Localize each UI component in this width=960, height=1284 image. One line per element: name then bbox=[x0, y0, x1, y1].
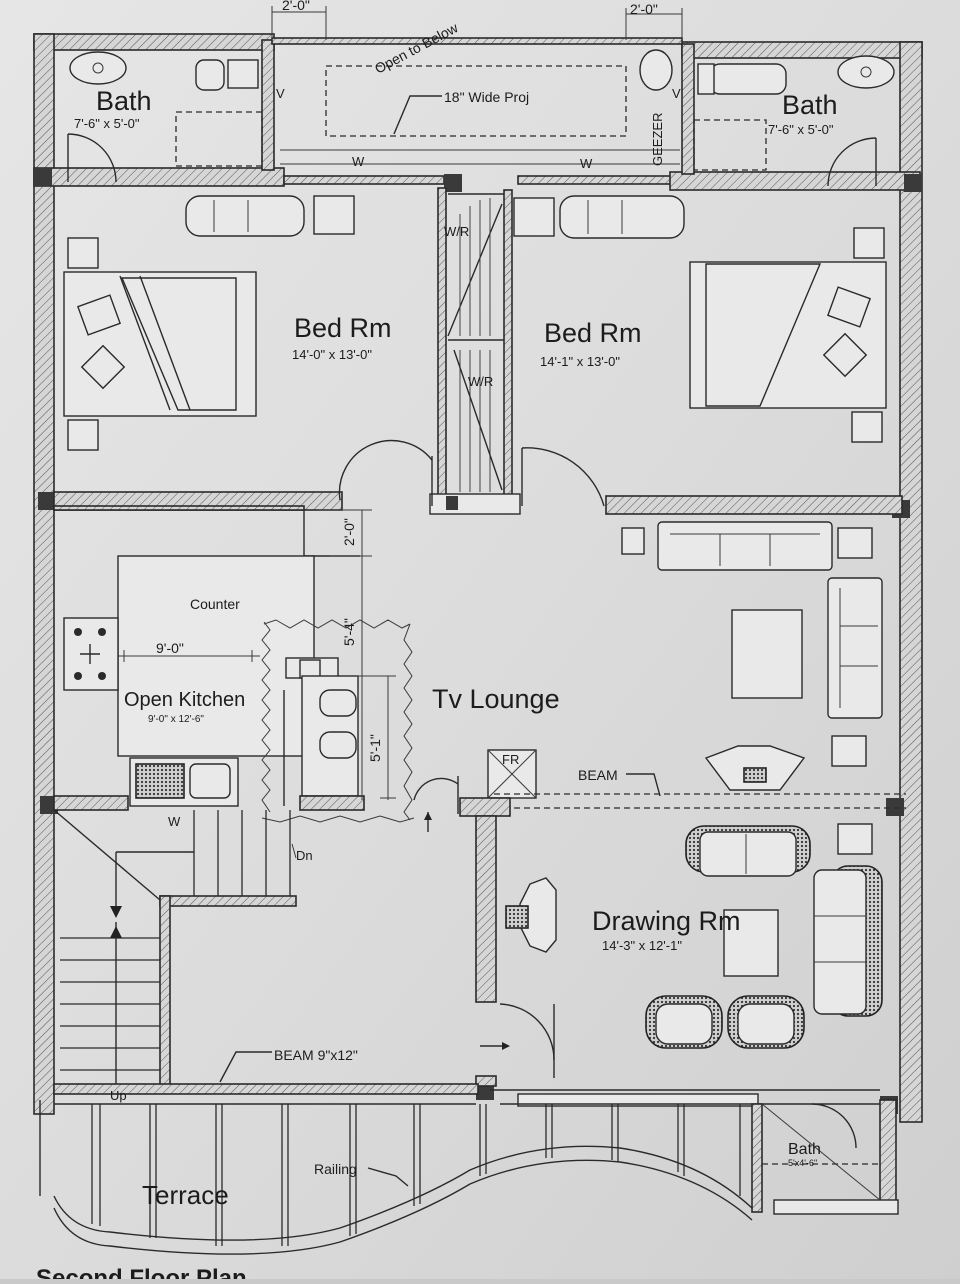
beam-size-label: BEAM 9"x12" bbox=[274, 1047, 358, 1063]
drawing-room-label: Drawing Rm bbox=[592, 906, 741, 936]
railing-label: Railing bbox=[314, 1161, 357, 1177]
beam-label: BEAM bbox=[578, 767, 618, 783]
kitchen-label: Open Kitchen bbox=[124, 689, 245, 711]
open-to-below-area bbox=[271, 6, 683, 165]
wr-label-top: W/R bbox=[444, 224, 469, 239]
bath-top-left bbox=[67, 51, 263, 183]
bedroom-left bbox=[63, 195, 355, 451]
dim-2ft-right: 2'-0" bbox=[630, 1, 658, 17]
small-bath-dim: 5'x4'-6" bbox=[788, 1158, 817, 1168]
terrace-label: Terrace bbox=[142, 1180, 229, 1210]
bedroom-left-dim: 14'-0" x 13'-0" bbox=[292, 347, 372, 362]
bedroom-left-label: Bed Rm bbox=[294, 313, 392, 343]
stair-up-label: Up bbox=[110, 1088, 127, 1103]
bedroom-right-label: Bed Rm bbox=[544, 318, 642, 348]
kitchen-dim: 9'-0" x 12'-6" bbox=[148, 714, 204, 725]
bedroom-right-dim: 14'-1" x 13'-0" bbox=[540, 354, 620, 369]
vertical-dim-bottom: 5'-1" bbox=[367, 734, 383, 762]
v-label-right: V bbox=[672, 86, 681, 101]
drawing-room bbox=[475, 815, 883, 1087]
counter-label: Counter bbox=[190, 596, 240, 612]
stair-down-label: Dn bbox=[296, 848, 313, 863]
geezer-label: GEEZER bbox=[650, 113, 665, 166]
vertical-dim-middle: 5'-4" bbox=[341, 618, 357, 646]
small-bath-label: Bath bbox=[788, 1141, 821, 1158]
wr-label-bottom: W/R bbox=[468, 374, 493, 389]
plan-caption: Second Floor Plan bbox=[36, 1265, 247, 1279]
fr-label: FR bbox=[502, 752, 519, 767]
drawing-room-dim: 14'-3" x 12'-1" bbox=[602, 938, 682, 953]
w-label-1: W bbox=[352, 154, 365, 169]
bath-right-label: Bath bbox=[782, 90, 838, 120]
w-label-2: W bbox=[580, 156, 593, 171]
tv-lounge bbox=[413, 521, 906, 832]
bath-left-label: Bath bbox=[96, 86, 152, 116]
tv-lounge-label: Tv Lounge bbox=[432, 684, 560, 714]
terrace bbox=[39, 1051, 899, 1255]
w-label-3: W bbox=[168, 814, 181, 829]
vertical-dim-top: 2'-0" bbox=[341, 518, 357, 546]
bath-left-dim: 7'-6" x 5'-0" bbox=[74, 116, 140, 131]
bedroom-right bbox=[513, 195, 887, 443]
bath-top-right bbox=[693, 55, 895, 187]
outer-walls bbox=[33, 33, 923, 1123]
dim-2ft-left: 2'-0" bbox=[282, 0, 310, 13]
kitchen-width-dim: 9'-0" bbox=[156, 640, 184, 656]
wardrobes bbox=[429, 187, 521, 515]
v-label-left: V bbox=[276, 86, 285, 101]
proj-label: 18" Wide Proj bbox=[444, 89, 529, 105]
bath-right-dim: 7'-6" x 5'-0" bbox=[768, 122, 834, 137]
kitchen bbox=[53, 505, 415, 823]
